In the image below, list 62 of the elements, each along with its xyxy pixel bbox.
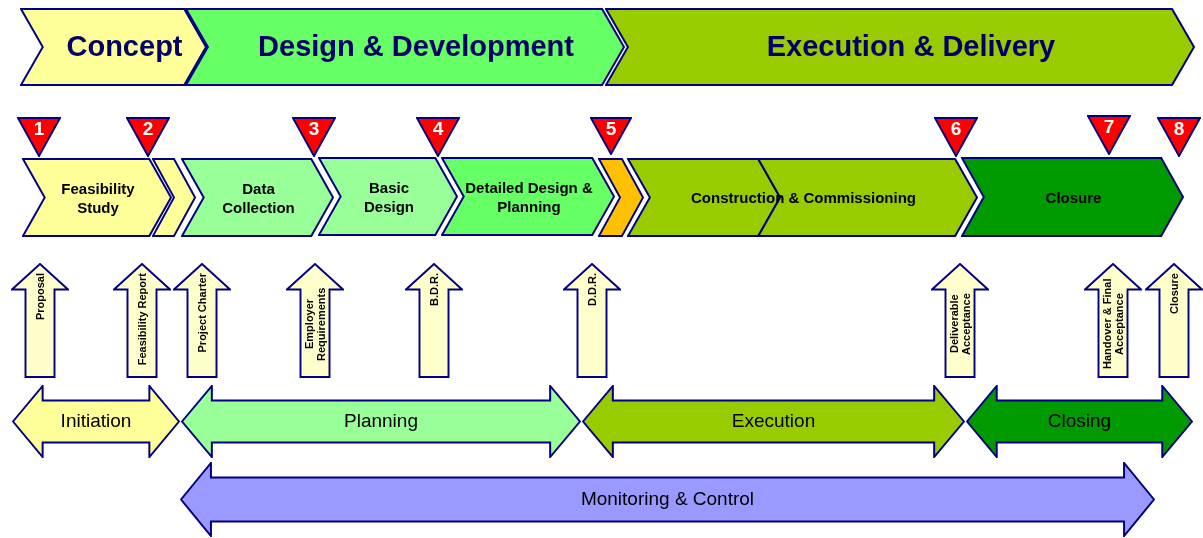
deliverable-tag [1084, 263, 1142, 378]
process-group-label: Execution [731, 409, 816, 434]
deliverable-label: Closure [1168, 273, 1180, 314]
stage-banner [605, 8, 1195, 86]
process-group-banner [181, 385, 581, 458]
milestone-number: 7 [1103, 116, 1115, 138]
phase-panel [627, 158, 978, 237]
deliverable-label: Deliverable Acceptance [948, 292, 972, 357]
phase-panel [318, 157, 458, 236]
milestone-number: 3 [308, 118, 320, 140]
milestone-triangle [292, 117, 336, 157]
process-group-label: Initiation [60, 409, 132, 434]
milestone-number: 5 [605, 118, 617, 140]
phase-label: Feasibility Study [60, 178, 136, 217]
deliverable-label: D.D.R. [586, 273, 598, 306]
process-group-label: Monitoring & Control [580, 487, 755, 512]
stage-banner [20, 8, 207, 86]
phase-panel [152, 158, 196, 237]
phase-panel [181, 158, 334, 237]
milestone-triangle [590, 117, 632, 155]
phase-panel [961, 157, 1184, 237]
deliverable-tag [11, 263, 69, 378]
deliverable-label: Proposal [34, 273, 46, 321]
process-group-label: Closing [1047, 409, 1112, 434]
milestone-number: 6 [950, 118, 962, 140]
milestone-number: 1 [33, 118, 45, 140]
deliverable-label: Project Charter [196, 273, 208, 353]
deliverable-label: Employer Requirements [303, 286, 327, 363]
stage-banner [185, 8, 625, 86]
deliverable-label: Feasibility Report [136, 273, 148, 366]
phase-panel [441, 157, 615, 236]
milestone-triangle [1087, 115, 1131, 155]
milestone-number: 8 [1173, 118, 1185, 140]
deliverable-label: Handover & Final Acceptance [1101, 277, 1125, 372]
stage-label: Design & Development [258, 29, 574, 65]
phase-label: Detailed Design & Planning [465, 177, 593, 216]
milestone-triangle [126, 117, 170, 157]
deliverable-tag [931, 263, 989, 378]
deliverable-tag [1145, 263, 1203, 378]
phase-label: Basic Design [363, 177, 415, 216]
milestone-triangle [934, 117, 978, 157]
milestone-triangle [416, 117, 460, 157]
process-group-label: Planning [344, 409, 418, 434]
milestone-number: 4 [432, 118, 444, 140]
stage-label: Execution & Delivery [766, 29, 1056, 65]
deliverable-label: B.D.R. [428, 273, 440, 306]
stage-label: Concept [66, 29, 183, 65]
deliverable-tag [173, 263, 231, 378]
milestone-number: 2 [142, 118, 154, 140]
phase-panel [598, 158, 644, 237]
deliverable-tag [405, 263, 463, 378]
phase-label: Closure [1045, 187, 1102, 207]
process-group-banner [180, 462, 1155, 537]
phase-label: Data Collection [221, 178, 296, 217]
deliverable-tag [563, 263, 621, 378]
deliverable-tag [113, 263, 171, 378]
process-group-banner [582, 385, 965, 458]
process-group-banner [12, 385, 180, 458]
deliverable-tag [286, 263, 344, 378]
process-group-banner [966, 385, 1193, 458]
milestone-triangle [1157, 117, 1201, 157]
milestone-triangle [17, 117, 61, 157]
